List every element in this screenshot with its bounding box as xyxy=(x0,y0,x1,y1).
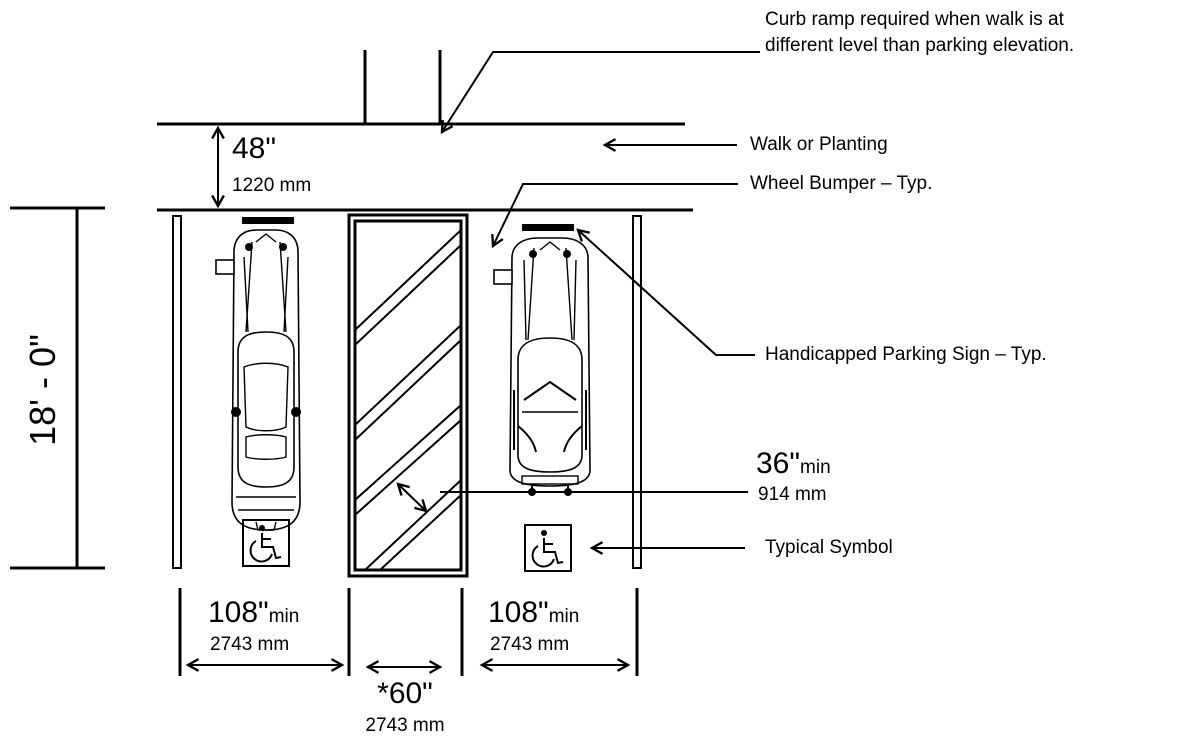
aisle-clear-metric: 914 mm xyxy=(758,484,827,505)
wheelchair-icon xyxy=(524,524,572,572)
sign-label: Handicapped Parking Sign – Typ. xyxy=(765,344,1047,365)
aisle-width-main: *60" xyxy=(377,677,433,710)
wheel-bumper-icon xyxy=(242,217,294,224)
stall-length-label: 18' - 0" xyxy=(22,334,63,446)
curb-ramp-note: Curb ramp required when walk is at diffe… xyxy=(765,9,1074,56)
curb-ramp-note-line2: different level than parking elevation. xyxy=(765,35,1074,56)
car-icon xyxy=(493,237,591,497)
symbol-label: Typical Symbol xyxy=(765,537,893,558)
access-aisle xyxy=(347,213,469,578)
stall-stripe-right xyxy=(632,215,642,569)
bumper-label: Wheel Bumper – Typ. xyxy=(750,173,932,194)
bumper-leader xyxy=(493,183,738,246)
walk-depth-main: 48" xyxy=(232,132,276,165)
walk-depth-metric: 1220 mm xyxy=(232,175,311,196)
walk-label: Walk or Planting xyxy=(750,134,888,155)
wheel-bumper-icon xyxy=(522,224,574,231)
aisle-width-metric: 2743 mm xyxy=(365,715,444,736)
sign-leader xyxy=(578,230,755,356)
aisle-clear-main: 36"min xyxy=(756,447,831,480)
curb-ramp-leader xyxy=(442,51,760,132)
stall-stripe-left xyxy=(172,215,182,569)
right-stall-metric: 2743 mm xyxy=(490,634,569,655)
car-icon xyxy=(215,229,302,531)
right-stall-main: 108"min xyxy=(488,596,579,629)
left-stall-metric: 2743 mm xyxy=(210,634,289,655)
curb-ramp-note-line1: Curb ramp required when walk is at xyxy=(765,9,1065,30)
left-stall-main: 108"min xyxy=(208,596,299,629)
aisle-clear-dim-arrow xyxy=(398,484,426,511)
